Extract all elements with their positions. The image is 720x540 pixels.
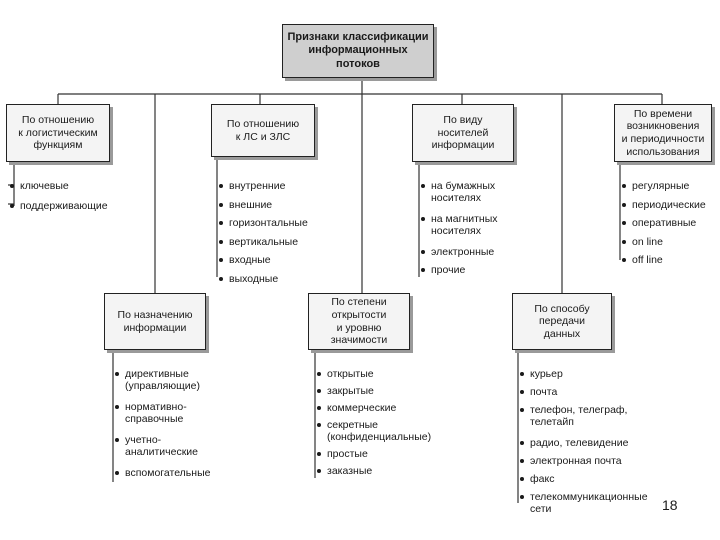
category-items-transfer-method: курьер почта телефон, телеграф, телетайп…: [518, 368, 648, 515]
list-item: простые: [315, 448, 431, 460]
list-item: учетно- аналитические: [113, 434, 210, 458]
root-label: Признаки классификации информационных по…: [287, 31, 429, 70]
list-item: on line: [620, 236, 706, 248]
category-box-logistic-functions: По отношению к логистическим функциям: [6, 104, 110, 162]
category-box-transfer-method: По способу передачи данных: [512, 293, 612, 350]
list-item: вертикальные: [217, 236, 308, 248]
category-label: По времени возникновения и периодичности…: [621, 107, 705, 158]
list-item: вспомогательные: [113, 467, 210, 479]
list-item: оперативные: [620, 217, 706, 229]
category-label: По отношению к ЛС и ЗЛС: [226, 117, 300, 143]
list-item: нормативно- справочные: [113, 401, 210, 425]
page-number: 18: [662, 497, 678, 513]
list-item: регулярные: [620, 180, 706, 192]
list-item: периодические: [620, 199, 706, 211]
list-item: off line: [620, 254, 706, 266]
list-item: внешние: [217, 199, 308, 211]
category-box-media-type: По виду носителей информации: [412, 104, 514, 162]
list-item: выходные: [217, 273, 308, 285]
category-label: По способу передачи данных: [534, 302, 590, 340]
category-label: По назначению информации: [117, 308, 193, 334]
list-item: директивные (управляющие): [113, 368, 210, 392]
list-item: электронная почта: [518, 455, 648, 467]
list-item: телекоммуникационные сети: [518, 491, 648, 515]
category-label: По виду носителей информации: [431, 114, 495, 152]
list-item: факс: [518, 473, 648, 485]
category-box-openness: По степени открытости и уровню значимост…: [308, 293, 410, 350]
list-item: прочие: [419, 264, 498, 276]
category-box-time-periodicity: По времени возникновения и периодичности…: [614, 104, 712, 162]
list-item: горизонтальные: [217, 217, 308, 229]
list-item: на магнитных носителях: [419, 213, 498, 237]
category-label: По степени открытости и уровню значимост…: [330, 296, 388, 347]
list-item: радио, телевидение: [518, 437, 648, 449]
category-box-ls-zls: По отношению к ЛС и ЗЛС: [211, 104, 315, 157]
list-item: курьер: [518, 368, 648, 380]
list-item: закрытые: [315, 385, 431, 397]
list-item: заказные: [315, 465, 431, 477]
list-item: входные: [217, 254, 308, 266]
category-items-media-type: на бумажных носителях на магнитных носит…: [419, 180, 498, 276]
list-item: электронные: [419, 246, 498, 258]
list-item: внутренние: [217, 180, 308, 192]
category-label: По отношению к логистическим функциям: [18, 114, 98, 152]
category-items-ls-zls: внутренние внешние горизонтальные вертик…: [217, 180, 308, 285]
list-item: телефон, телеграф, телетайп: [518, 404, 648, 428]
category-items-openness: открытые закрытые коммерческие секретные…: [315, 368, 431, 477]
list-item: почта: [518, 386, 648, 398]
category-items-purpose: директивные (управляющие) нормативно- сп…: [113, 368, 210, 479]
list-item: на бумажных носителях: [419, 180, 498, 204]
category-box-purpose: По назначению информации: [104, 293, 206, 350]
list-item: поддерживающие: [8, 200, 108, 212]
root-box: Признаки классификации информационных по…: [282, 24, 434, 78]
category-items-logistic-functions: ключевые поддерживающие: [8, 180, 108, 212]
list-item: коммерческие: [315, 402, 431, 414]
list-item: открытые: [315, 368, 431, 380]
list-item: секретные (конфиденциальные): [315, 419, 431, 443]
list-item: ключевые: [8, 180, 108, 192]
category-items-time-periodicity: регулярные периодические оперативные on …: [620, 180, 706, 266]
